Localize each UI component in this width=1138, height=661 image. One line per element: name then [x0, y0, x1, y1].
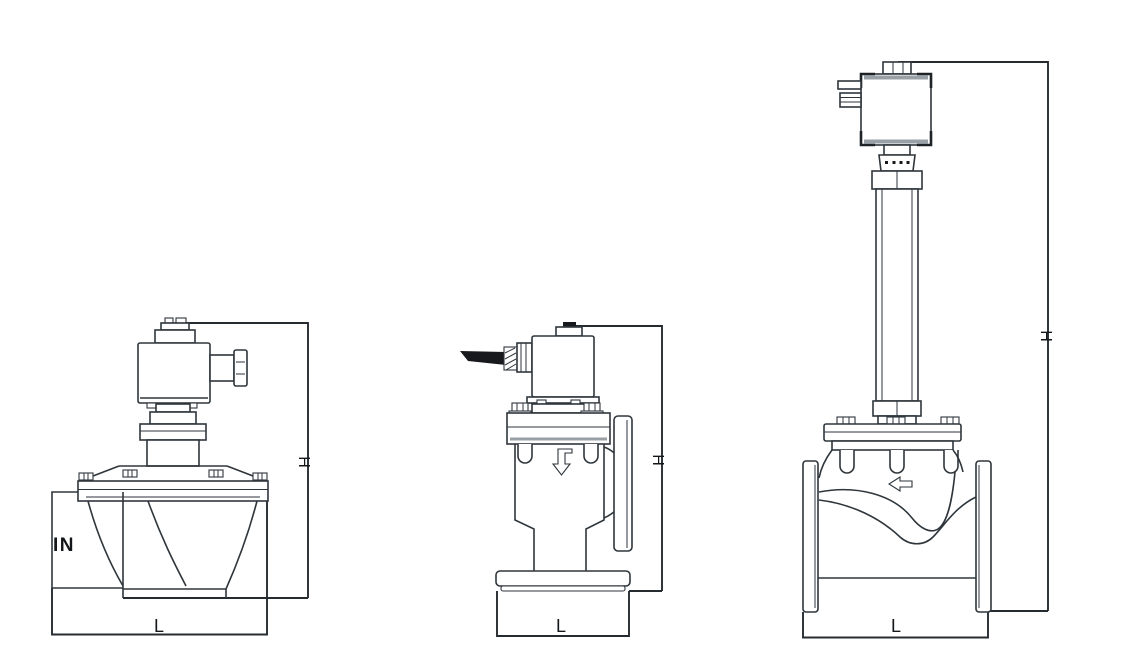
length-dimension-label-middle: L	[556, 616, 566, 636]
cable	[460, 351, 506, 365]
inlet-label: IN	[53, 535, 75, 556]
valve-drawing-left: IN H L	[51, 317, 312, 636]
stud-right	[583, 444, 599, 464]
valve-body-left	[51, 491, 258, 598]
length-dimension-label-left: L	[154, 616, 164, 636]
extension-tube	[875, 188, 919, 402]
valve-body-right	[802, 449, 992, 613]
stem-assembly-right	[871, 144, 923, 425]
dimension-lines-left	[51, 322, 309, 636]
connector-body	[839, 92, 862, 108]
din-connector	[209, 354, 235, 382]
solenoid-coil-left	[137, 317, 248, 409]
pipe-flange-right	[975, 460, 992, 613]
bonnet-flange-middle	[506, 402, 611, 464]
cover-flange-left	[77, 465, 269, 502]
stud-left	[517, 444, 533, 464]
base-flange-middle	[495, 570, 631, 592]
cable-gland	[460, 342, 533, 373]
connector-prong	[837, 80, 862, 90]
length-dimension-label-right: L	[891, 616, 901, 636]
flow-arrow-left	[887, 475, 913, 493]
side-flange	[613, 415, 633, 552]
dimension-lines-middle	[496, 325, 663, 637]
height-dimension-label-left: H	[295, 456, 312, 468]
pipe-flange-left	[802, 460, 819, 613]
height-dimension-label-middle: H	[649, 454, 666, 466]
flow-arrow-down	[551, 448, 573, 476]
bonnet-flange-right	[823, 416, 962, 474]
solenoid-coil-middle	[526, 322, 600, 414]
flange-bolts-left	[78, 469, 268, 481]
valve-drawing-middle: H L	[460, 322, 666, 637]
height-dimension-label-right: H	[1037, 330, 1054, 342]
solenoid-coil-right	[837, 61, 933, 147]
valve-drawing-right: H L	[802, 61, 1054, 639]
dimension-lines-right	[802, 61, 1049, 639]
valve-body-middle	[514, 415, 633, 571]
armature-bonnet-left	[139, 403, 207, 467]
